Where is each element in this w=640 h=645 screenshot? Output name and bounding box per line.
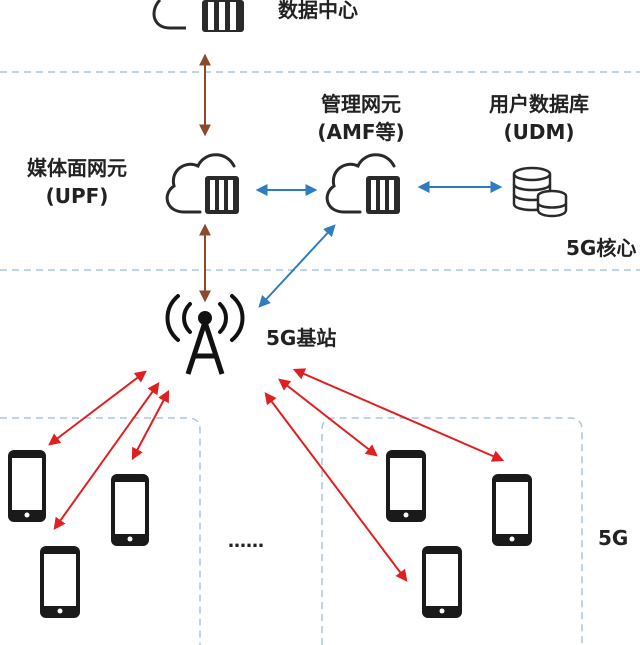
udm-label: 用户数据库 (UDM)	[464, 92, 614, 144]
phone-icon	[422, 546, 462, 618]
data-center-label: 数据中心	[278, 0, 358, 22]
terminal-group-left	[0, 417, 201, 645]
phone-icon	[111, 474, 149, 546]
udm-name: 用户数据库	[489, 92, 589, 116]
amf-abbr: (AMF等)	[317, 120, 405, 144]
amf-name: 管理网元	[321, 92, 401, 116]
phone-icon	[386, 450, 426, 522]
database-icon	[512, 166, 568, 218]
terminal-tag: 5G	[598, 526, 629, 550]
upf-name: 媒体面网元	[27, 156, 127, 180]
core-network-tag: 5G核心	[566, 236, 637, 260]
datacenter-icon	[152, 0, 244, 32]
phone-icon	[492, 474, 532, 546]
link-amf-basestation	[258, 224, 336, 308]
base-station-antenna-icon	[165, 294, 245, 375]
radio-link-1	[48, 370, 147, 446]
ellipsis-label: ……	[228, 531, 264, 552]
upf-label: 媒体面网元 (UPF)	[2, 156, 152, 208]
phone-icon	[40, 546, 80, 618]
radio-link-6	[264, 392, 408, 582]
upf-abbr: (UPF)	[45, 184, 109, 208]
phone-icon	[8, 450, 46, 522]
amf-label: 管理网元 (AMF等)	[296, 92, 426, 144]
amf-cloud-server-icon	[325, 153, 400, 214]
radio-link-5	[278, 378, 378, 457]
base-station-label: 5G基站	[266, 326, 337, 350]
radio-link-3	[131, 389, 170, 461]
upf-cloud-server-icon	[165, 153, 239, 214]
udm-abbr: (UDM)	[503, 120, 575, 144]
